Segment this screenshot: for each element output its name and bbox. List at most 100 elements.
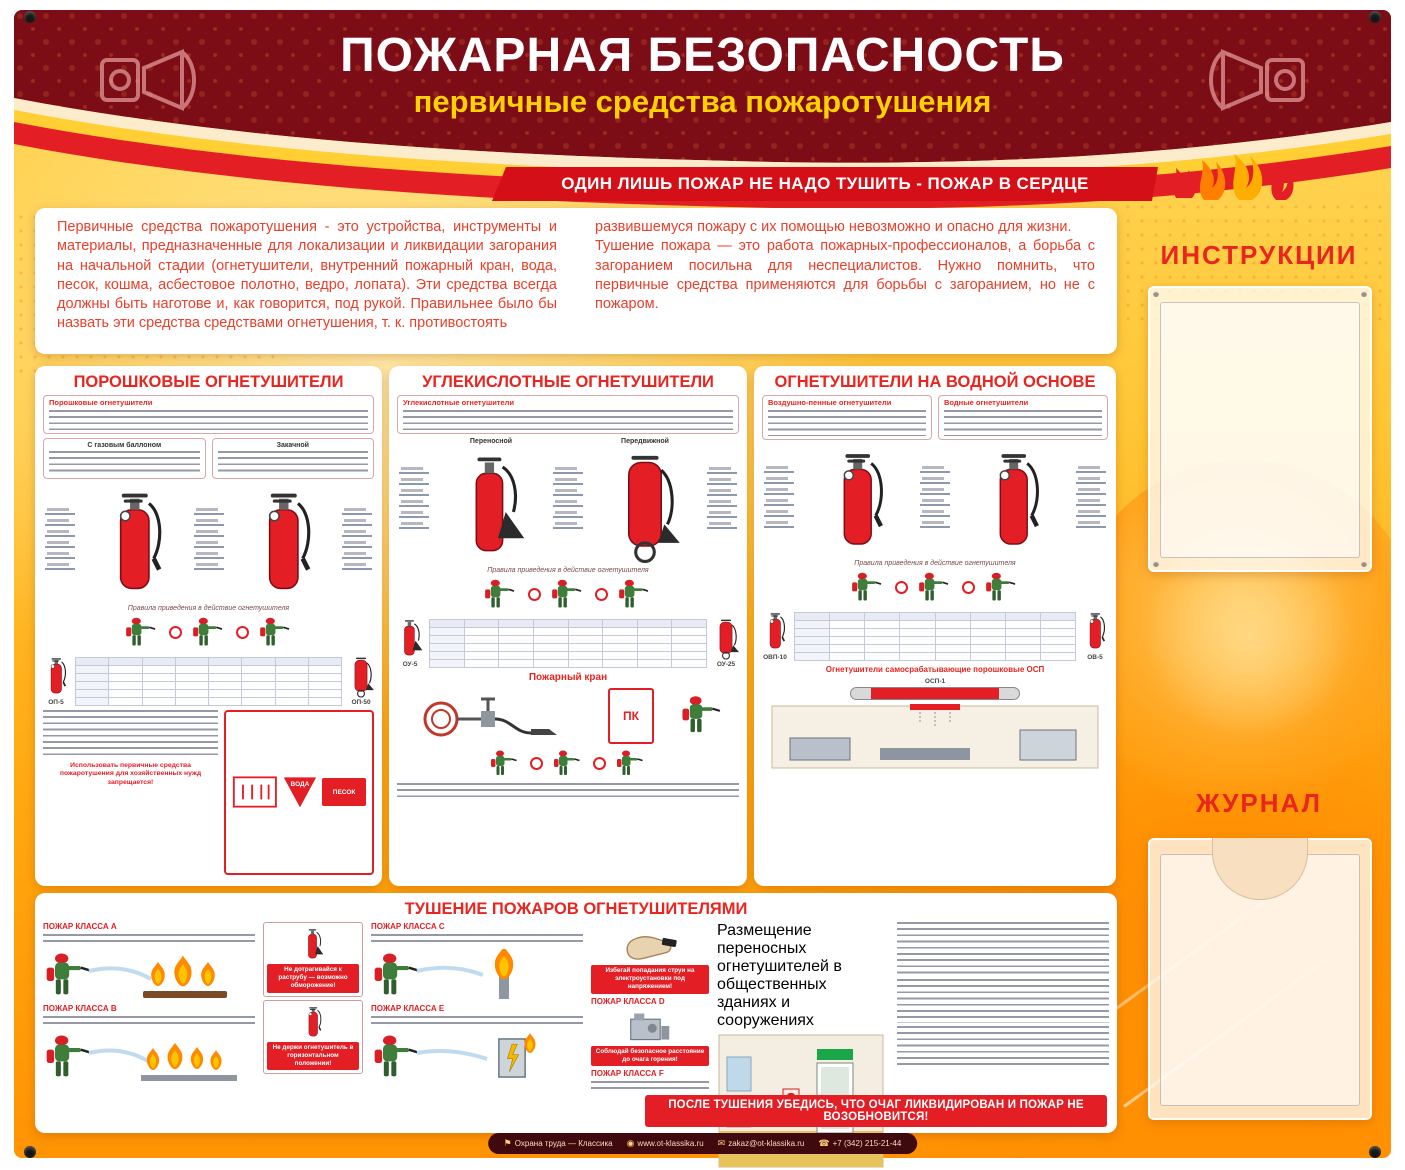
text-placeholder — [217, 450, 368, 475]
panel-powder-extinguishers: ПОРОШКОВЫЕ ОГНЕТУШИТЕЛИ Порошковые огнет… — [35, 366, 382, 886]
step-ring-icon — [168, 626, 182, 640]
hose-and-valve-icon — [423, 697, 557, 737]
fire-class-label: ПОЖАР КЛАССА A — [43, 922, 117, 931]
text-placeholder — [944, 409, 1102, 436]
intro-column-left: Первичные средства пожаротушения - это у… — [57, 219, 557, 332]
grommet — [1369, 1146, 1381, 1158]
extinguisher-diagram-row: Переносной Передвижной — [397, 438, 739, 563]
text-placeholder — [371, 934, 583, 946]
fire-shield-icon — [232, 776, 277, 808]
footer-phone[interactable]: ☎+7 (342) 215-21-44 — [818, 1138, 902, 1148]
usage-steps-row — [762, 571, 1108, 605]
step-ring-icon — [528, 588, 541, 602]
step-ring-icon — [962, 581, 975, 595]
warning-text: Соблюдай безопасное расстояние до очага … — [591, 1045, 709, 1066]
poster-title: ПОЖАРНАЯ БЕЗОПАСНОСТЬ — [340, 29, 1065, 82]
callout-lines — [45, 508, 75, 571]
extinguisher-model: ОП-50 — [348, 654, 374, 706]
model-label: ОП-5 — [48, 698, 64, 706]
text-placeholder — [403, 409, 733, 430]
footer-website[interactable]: ◉www.ot-klassika.ru — [626, 1138, 704, 1148]
protected-room-illustration — [771, 704, 1099, 769]
firefighter-step-icon — [551, 578, 585, 612]
text-placeholder — [49, 409, 368, 430]
sand-label: ПЕСОК — [332, 788, 356, 796]
warning-text: Не держи огнетушитель в горизонтальном п… — [267, 1041, 359, 1071]
fire-class-label: ПОЖАР КЛАССА C — [371, 922, 445, 931]
screw-icon — [1153, 291, 1159, 297]
firefighter-step-icon — [985, 571, 1019, 605]
footer-email[interactable]: ✉zakaz@ot-klassika.ru — [717, 1138, 805, 1148]
osp-tube-icon — [850, 687, 1020, 701]
model-label: ОВ-5 — [1087, 653, 1103, 661]
fire-crane-illustration: ПК — [397, 687, 739, 745]
step-ring-icon — [593, 757, 606, 771]
spec-table-row: ОУ-5 ОУ-25 — [397, 616, 739, 668]
grommet — [24, 11, 36, 23]
note-lead: Углекислотные огнетушители — [403, 398, 515, 407]
warning-card: Не держи огнетушитель в горизонтальном п… — [263, 999, 363, 1075]
journal-title: ЖУРНАЛ — [1196, 788, 1322, 818]
firefighter-step-icon — [681, 691, 725, 741]
water-bucket-icon: ВОДА — [283, 777, 317, 808]
panel-co2-extinguishers: УГЛЕКИСЛОТНЫЕ ОГНЕТУШИТЕЛИ Углекислотные… — [389, 366, 747, 886]
instructions-pocket[interactable] — [1148, 286, 1372, 572]
osp-label: ОСП-1 — [924, 678, 946, 686]
mail-icon: ✉ — [717, 1138, 726, 1148]
model-label: ОУ-25 — [716, 660, 736, 668]
powder-extinguisher-diagram — [98, 483, 170, 601]
flames-icon — [1173, 154, 1294, 200]
firefighter-step-icon — [616, 749, 646, 779]
text-placeholder — [43, 1016, 255, 1028]
panel-water-extinguishers: ОГНЕТУШИТЕЛИ НА ВОДНОЙ ОСНОВЕ Воздушно-п… — [754, 366, 1116, 886]
callout-lines — [193, 508, 224, 571]
text-placeholder — [371, 1016, 583, 1028]
warning-card: Не дотрагивайся к раструбу — возможно об… — [263, 922, 363, 997]
panel-intro-note: Воздушно-пенные огнетушители — [762, 395, 932, 440]
sand-box-icon: ПЕСОК — [322, 778, 366, 807]
pocket-sheet-area — [1160, 302, 1360, 558]
screw-icon — [1153, 561, 1159, 567]
extinguisher-figure: Переносной — [453, 438, 529, 563]
class-b-scene — [45, 1034, 237, 1081]
specifications-table — [74, 656, 343, 706]
osp-module-diagram: ОСП-1 — [762, 678, 1108, 701]
footer-bar: ⚑Охрана труда — Классика ◉www.ot-klassik… — [487, 1133, 918, 1154]
panel-fire-extinguishing: ТУШЕНИЕ ПОЖАРОВ ОГНЕТУШИТЕЛЯМИ ПОЖАР КЛА… — [35, 893, 1117, 1168]
step-ring-icon — [595, 588, 608, 602]
co2-cart-extinguisher-diagram — [607, 447, 683, 563]
phone-icon: ☎ — [818, 1138, 830, 1148]
type-note: С газовым баллоном — [43, 437, 206, 479]
panel-title: ОГНЕТУШИТЕЛИ НА ВОДНОЙ ОСНОВЕ — [774, 373, 1096, 391]
fire-crane-cabinet: ПК — [607, 687, 654, 744]
type-label: Закачной — [276, 441, 309, 449]
class-d-machine-icon — [612, 1009, 688, 1043]
note-lead: Водные огнетушители — [944, 398, 1029, 407]
fire-alarm-icon — [1209, 48, 1305, 112]
extinguisher-icon — [1082, 609, 1108, 653]
fire-class-label: ПОЖАР КЛАССА F — [591, 1068, 664, 1078]
journal-pocket[interactable] — [1148, 838, 1372, 1120]
extinguisher-model: ОУ-5 — [397, 616, 423, 668]
type-label: Переносной — [469, 437, 513, 445]
prohibition-warning: Использовать первичные средства пожароту… — [59, 761, 202, 787]
class-a-b-column: ПОЖАР КЛАССА A ПОЖАР КЛАССА B — [43, 922, 255, 1169]
osp-heading: Огнетушители самосрабатывающие порошковы… — [825, 664, 1045, 674]
water-label: ВОДА — [290, 781, 310, 789]
callout-lines — [920, 466, 950, 529]
firefighter-step-icon — [618, 578, 652, 612]
callout-lines — [764, 466, 794, 529]
warning-text: Не дотрагивайся к раструбу — возможно об… — [267, 964, 359, 993]
callout-lines — [399, 466, 429, 529]
extinguisher-diagram-row — [43, 483, 374, 601]
firefighter-step-icon — [125, 616, 159, 650]
type-label: С газовым баллоном — [87, 441, 162, 449]
callout-lines — [1076, 466, 1106, 529]
note-lead: Воздушно-пенные огнетушители — [768, 398, 892, 407]
screw-icon — [1361, 291, 1367, 297]
specifications-table — [429, 618, 707, 668]
type-note: Закачной — [211, 437, 374, 479]
extinguisher-icon — [348, 654, 374, 698]
panel-intro-note: Углекислотные огнетушители — [397, 395, 739, 434]
fire-class-label: ПОЖАР КЛАССА E — [371, 1004, 445, 1013]
